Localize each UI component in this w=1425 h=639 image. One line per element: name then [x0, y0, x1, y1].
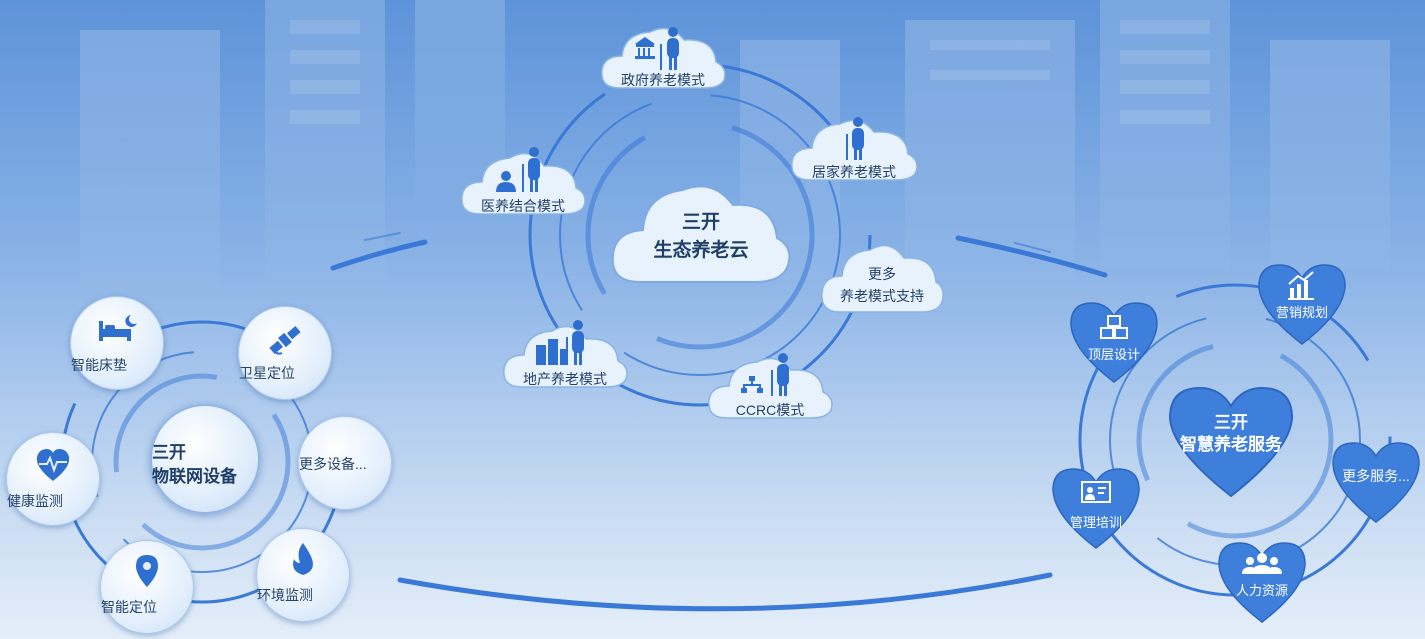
- service-hub-center: [1168, 386, 1294, 498]
- service-node-label: 人力资源: [1235, 583, 1288, 598]
- buildings-silhouette: [80, 0, 1390, 290]
- cloud-node-label: 居家养老模式: [812, 164, 896, 180]
- bed-moon-icon: [99, 315, 137, 341]
- doctor-icon: [496, 171, 516, 192]
- buildings-icon: [536, 339, 566, 365]
- iot-node-location[interactable]: 智能定位: [100, 540, 194, 634]
- cloud-node-ccrc[interactable]: CCRC模式: [705, 348, 835, 422]
- elderly-person-icon: [522, 147, 540, 192]
- service-node-label: 更多服务...: [1342, 468, 1410, 484]
- cloud-node-label: CCRC模式: [735, 402, 805, 418]
- cloud-node-label: 医养结合模式: [481, 198, 565, 214]
- iot-node-label: 卫星定位: [239, 365, 295, 381]
- elderly-person-icon: [846, 117, 864, 160]
- iot-hub-line1: 三开: [152, 443, 186, 462]
- people-icon: [1242, 553, 1282, 574]
- cubes-icon: [1100, 315, 1128, 339]
- service-node-label: 营销规划: [1275, 305, 1328, 320]
- service-hub-line1: 三开: [1214, 413, 1248, 432]
- service-node-label: 顶层设计: [1087, 347, 1140, 362]
- iot-node-satellite[interactable]: 卫星定位: [238, 306, 332, 400]
- cloud-node-medical[interactable]: 医养结合模式: [458, 140, 588, 218]
- government-building-icon: [635, 37, 655, 59]
- service-hub-text: 三开 智慧养老服务: [1166, 408, 1296, 468]
- cloud-node-label: 地产养老模式: [523, 371, 607, 387]
- cloud-hub-center: 三开 生态养老云: [611, 185, 791, 283]
- location-pin-icon: [136, 555, 158, 587]
- cloud-node-more[interactable]: 更多 养老模式支持: [818, 236, 946, 316]
- presentation-icon: [1081, 481, 1111, 503]
- service-node-training[interactable]: 管理培训: [1050, 466, 1142, 550]
- iot-node-more[interactable]: 更多设备...: [298, 416, 392, 510]
- cloud-hub-line2: 生态养老云: [653, 238, 748, 261]
- service-node-hr[interactable]: 人力资源: [1216, 540, 1308, 624]
- service-hub-line2: 智慧养老服务: [1180, 435, 1282, 454]
- cloud-node-label-line2: 养老模式支持: [840, 288, 924, 304]
- cloud-node-home[interactable]: 居家养老模式: [788, 110, 920, 184]
- satellite-icon: [269, 326, 301, 355]
- elderly-person-icon: [566, 320, 584, 365]
- iot-hub-line2: 物联网设备: [152, 467, 237, 486]
- iot-node-health[interactable]: 健康监测: [6, 432, 100, 526]
- cloud-node-label-line1: 更多: [868, 266, 896, 282]
- iot-node-mattress[interactable]: 智能床垫: [70, 296, 164, 390]
- cloud-node-government[interactable]: 政府养老模式: [598, 22, 728, 92]
- iot-hub-center: 三开 物联网设备: [150, 404, 260, 514]
- iot-node-environment[interactable]: 环境监测: [256, 528, 350, 622]
- org-chart-icon: [741, 376, 763, 393]
- service-node-more[interactable]: 更多服务...: [1330, 440, 1422, 524]
- iot-node-label: 健康监测: [7, 493, 63, 509]
- cloud-node-realestate[interactable]: 地产养老模式: [500, 315, 630, 391]
- iot-node-label: 更多设备...: [299, 456, 367, 472]
- iot-node-label: 环境监测: [257, 587, 313, 603]
- heart-pulse-icon: [36, 449, 70, 481]
- elderly-person-icon: [771, 353, 789, 396]
- cloud-hub-line1: 三开: [682, 212, 720, 233]
- building-windows: [290, 20, 1210, 124]
- bar-chart-icon: [1288, 271, 1314, 300]
- iot-node-label: 智能定位: [101, 599, 157, 615]
- service-node-toplevel[interactable]: 顶层设计: [1068, 300, 1160, 384]
- flame-icon: [293, 543, 313, 575]
- cloud-node-label: 政府养老模式: [621, 72, 705, 88]
- elderly-person-icon: [660, 27, 679, 70]
- service-node-label: 管理培训: [1069, 515, 1122, 530]
- service-node-marketing[interactable]: 营销规划: [1256, 262, 1348, 346]
- connector-arcs: [330, 232, 1108, 612]
- iot-node-label: 智能床垫: [71, 357, 127, 373]
